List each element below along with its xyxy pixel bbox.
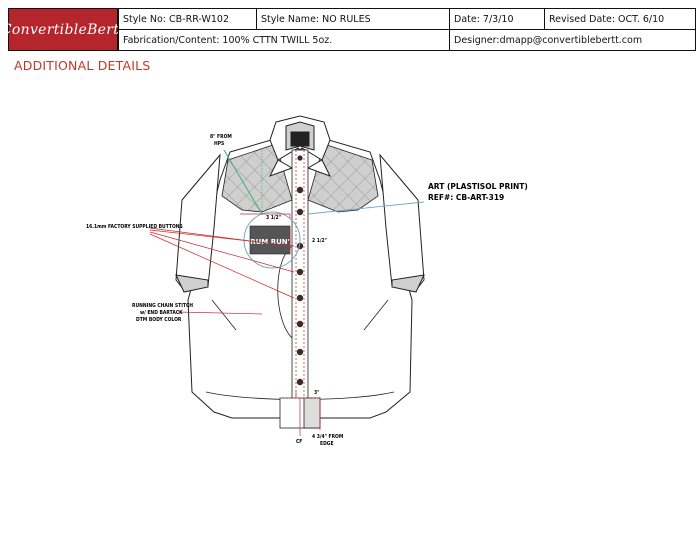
collar: [268, 115, 332, 177]
button: [296, 208, 304, 216]
art-label-ref: REF#: CB-ART-319: [428, 193, 504, 202]
stitch-label-line2: w/ END BARTACK: [140, 310, 183, 316]
button: [296, 268, 304, 276]
button: [296, 348, 304, 356]
left-sleeve: [175, 153, 221, 293]
stitch-label-line3: DTM BODY COLOR: [136, 317, 182, 323]
art-callout-line: [307, 201, 425, 215]
buttons-label: 16.1mm FACTORY SUPPLIED BUTTONS: [86, 224, 183, 230]
designer-email: Designer:dmapp@convertiblebertt.com: [449, 29, 696, 51]
stitch-label-line1: RUNNING CHAIN STITCH: [132, 303, 193, 309]
section-title: ADDITIONAL DETAILS: [14, 58, 151, 73]
front-placket: [291, 149, 309, 419]
art-height-dimension: 2 1/2": [312, 238, 327, 244]
button: [296, 186, 304, 194]
button: [296, 378, 304, 386]
patch-text: RUM RUN': [250, 238, 290, 246]
button: [296, 242, 304, 250]
button: [296, 294, 304, 302]
hps-label-line2: HPS: [214, 141, 224, 147]
logo-text: ConvertibleBertt: [0, 21, 126, 38]
button: [296, 320, 304, 328]
callout-lines: [149, 213, 321, 436]
art-label-title: ART (PLASTISOL PRINT): [428, 182, 528, 191]
front-buttons: [296, 155, 304, 386]
hps-label-line1: 8" FROM: [210, 134, 232, 140]
hps-guide-line: [223, 149, 263, 215]
edge-label-line2: EDGE: [320, 441, 334, 447]
edge-label-line1: 4 3/4" FROM: [312, 434, 344, 440]
hem-dimension: 3": [314, 390, 319, 396]
brand-logo: ConvertibleBertt: [1, 8, 125, 51]
art-width-dimension: 3 1/2": [266, 215, 281, 221]
right-sleeve: [379, 153, 425, 293]
button: [297, 155, 303, 161]
center-front-label: CF: [296, 439, 302, 445]
